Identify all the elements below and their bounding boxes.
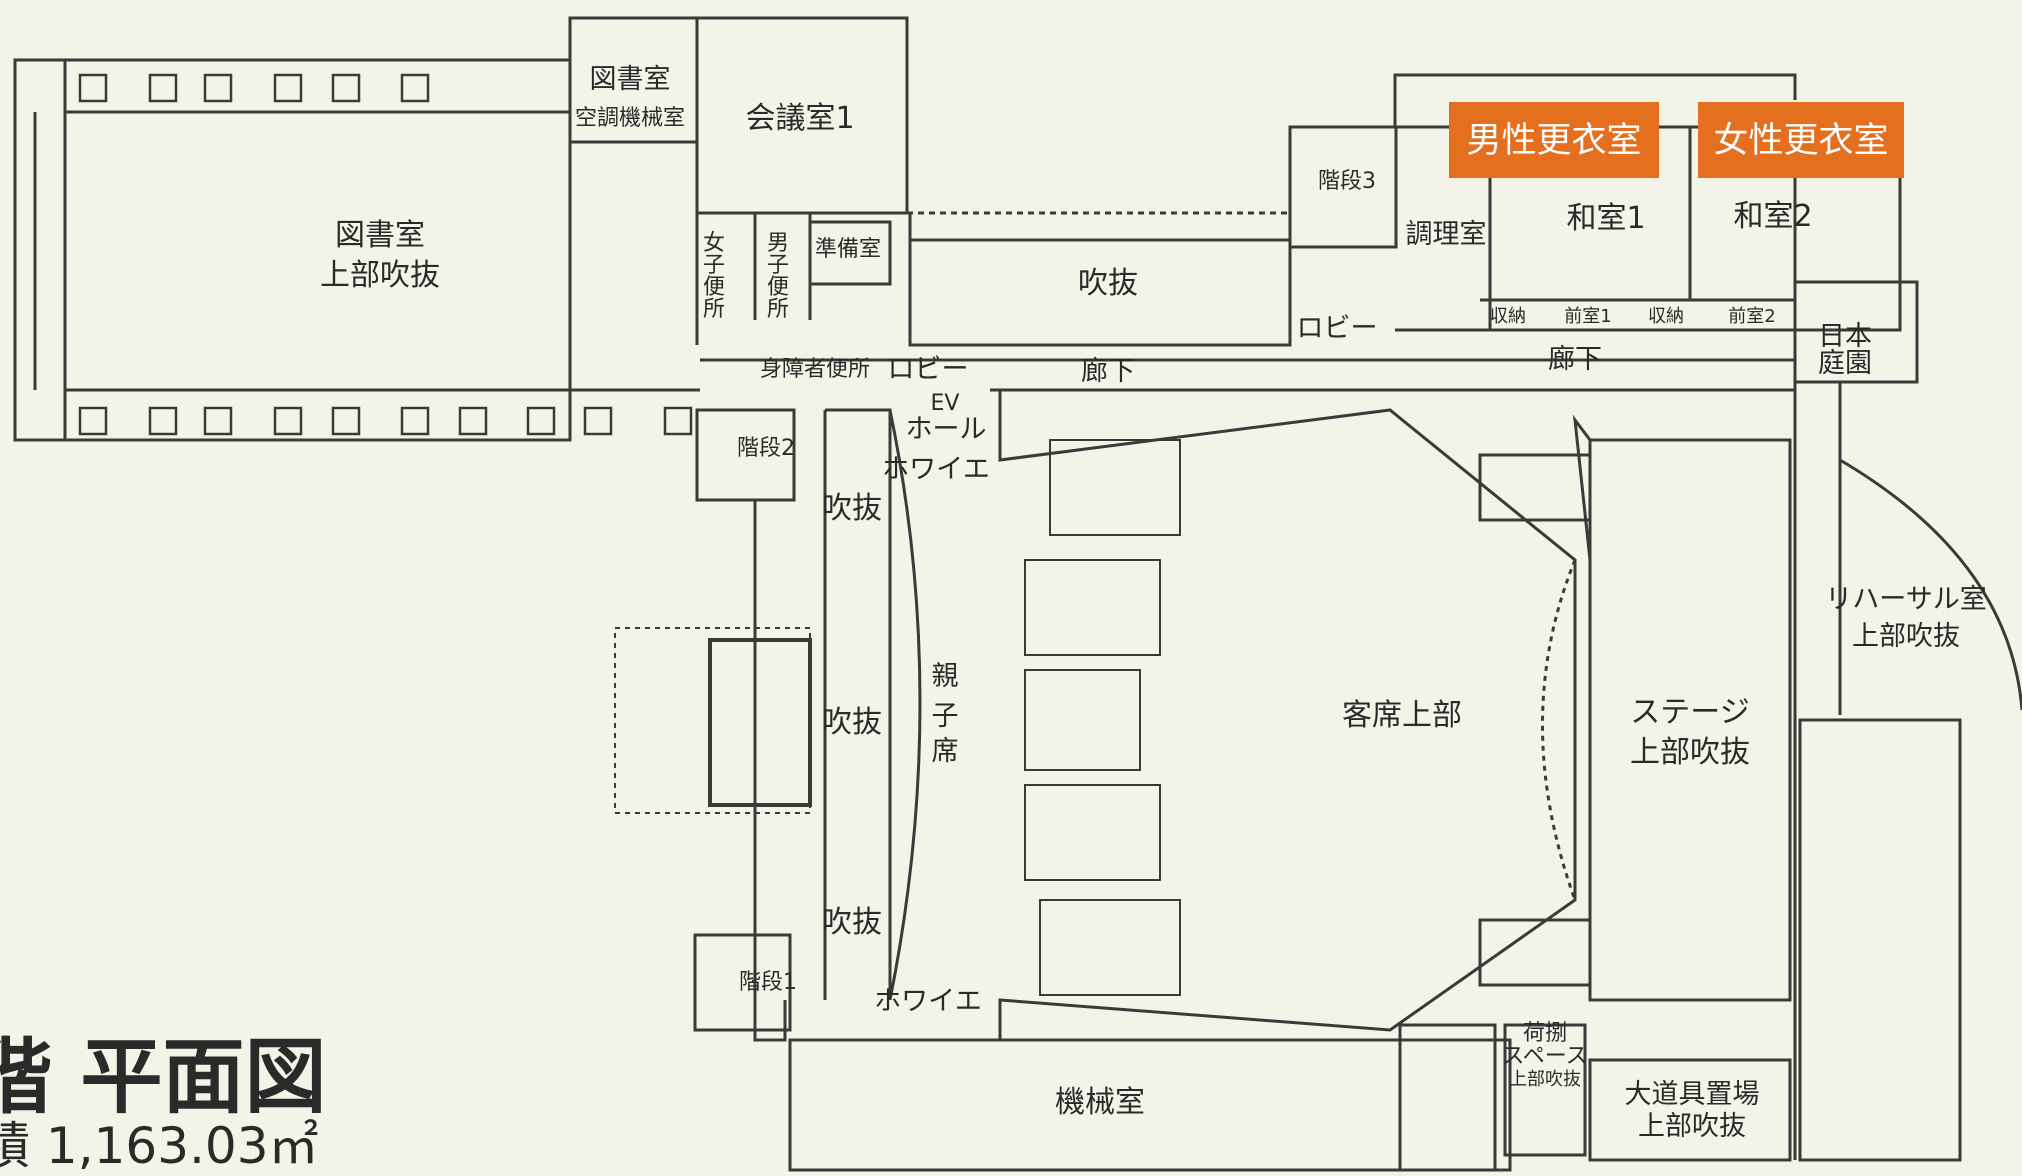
loading-label-2: スペース xyxy=(1502,1044,1587,1069)
void-left3-label: 吹抜 xyxy=(822,905,882,940)
plan-area: 積 1,163.03㎡ xyxy=(0,1117,319,1175)
svg-text:子: 子 xyxy=(767,253,789,278)
library-label: 図書室 xyxy=(335,218,425,253)
conference-outline xyxy=(695,16,909,215)
ac-room-label: 空調機械室 xyxy=(575,106,685,131)
hall-label: ホール xyxy=(906,414,987,445)
japanese-room1-label: 和室1 xyxy=(1566,201,1645,236)
library-void-label: 上部吹抜 xyxy=(320,258,440,293)
japanese-room2-label: 和室2 xyxy=(1733,199,1812,234)
svg-text:親: 親 xyxy=(932,661,959,692)
antechamber1-label: 前室1 xyxy=(1564,306,1611,327)
foyer-bottom-label: ホワイエ xyxy=(874,986,982,1017)
svg-text:子: 子 xyxy=(703,253,725,278)
family-seats-label: 親 子 席 xyxy=(932,661,959,767)
svg-text:所: 所 xyxy=(767,297,789,322)
cooking-room-label: 調理室 xyxy=(1406,219,1487,250)
svg-text:女: 女 xyxy=(703,231,725,256)
storage-b-label: 収納 xyxy=(1648,306,1684,327)
svg-text:便: 便 xyxy=(767,275,789,300)
props-label-1: 大道具置場 xyxy=(1625,1079,1760,1110)
svg-text:席: 席 xyxy=(932,736,959,767)
conference1-label: 会議室1 xyxy=(745,101,854,136)
lobby-right-label: ロビー xyxy=(1297,313,1378,344)
stage-label-2: 上部吹抜 xyxy=(1630,735,1750,770)
stair3-outline xyxy=(1288,125,1398,249)
library-small-label: 図書室 xyxy=(590,64,671,95)
library-columns xyxy=(78,73,693,436)
mens-dressing-label: 男性更衣室 xyxy=(1466,121,1641,161)
stair1-label: 階段1 xyxy=(739,970,797,995)
void-left2-label: 吹抜 xyxy=(822,705,882,740)
antechamber2-label: 前室2 xyxy=(1728,306,1775,327)
machine-room-outline xyxy=(788,1038,1512,1172)
svg-text:子: 子 xyxy=(932,701,959,732)
womens-toilet-label: 女 子 便 所 xyxy=(703,231,725,322)
auditorium-label: 客席上部 xyxy=(1342,698,1462,733)
garden-label-1: 日本 xyxy=(1818,321,1872,352)
ev-label: EV xyxy=(931,391,960,416)
void-top-label: 吹抜 xyxy=(1078,266,1138,301)
machine-room-label: 機械室 xyxy=(1055,1085,1145,1120)
mens-toilet-label: 男 子 便 所 xyxy=(767,231,789,322)
lobby-left-label: ロビー xyxy=(888,354,969,385)
shutter-area xyxy=(1798,718,1962,1162)
storage-a-label: 収納 xyxy=(1490,306,1526,327)
corridor-right-label: 廊下 xyxy=(1548,344,1602,375)
womens-dressing-label: 女性更衣室 xyxy=(1713,121,1888,161)
svg-text:男: 男 xyxy=(767,231,789,256)
seating-blocks xyxy=(1024,439,1181,996)
stair3-label: 階段3 xyxy=(1318,169,1376,194)
foyer-top-label: ホワイエ xyxy=(882,454,990,485)
void-left1-label: 吹抜 xyxy=(822,491,882,526)
stage-label-1: ステージ xyxy=(1630,695,1749,730)
rehearsal-label-1: リハーサル室 xyxy=(1825,584,1986,615)
accessible-toilet-label: 身障者便所 xyxy=(760,357,870,382)
womens-dressing-tag: 女性更衣室 xyxy=(1698,102,1904,178)
plan-title: 階 平面図 xyxy=(0,1030,327,1125)
svg-text:便: 便 xyxy=(703,275,725,300)
rehearsal-label-2: 上部吹抜 xyxy=(1852,621,1960,652)
stair2-label: 階段2 xyxy=(737,436,795,461)
mens-dressing-tag: 男性更衣室 xyxy=(1449,102,1659,178)
prep-room-label: 準備室 xyxy=(815,237,881,262)
props-label-2: 上部吹抜 xyxy=(1638,1111,1746,1142)
library-wing-outline xyxy=(13,58,572,442)
loading-label-3: 上部吹抜 xyxy=(1509,1069,1581,1090)
garden-label-2: 庭園 xyxy=(1818,348,1872,379)
svg-text:所: 所 xyxy=(703,297,725,322)
room-labels: 図書室 上部吹抜 図書室 空調機械室 会議室1 女 子 便 所 男 子 便 所 … xyxy=(320,64,1987,1142)
loading-label-1: 荷捌 xyxy=(1523,1021,1567,1046)
corridor-center-label: 廊下 xyxy=(1081,356,1135,387)
garden-outline xyxy=(1793,280,1919,384)
